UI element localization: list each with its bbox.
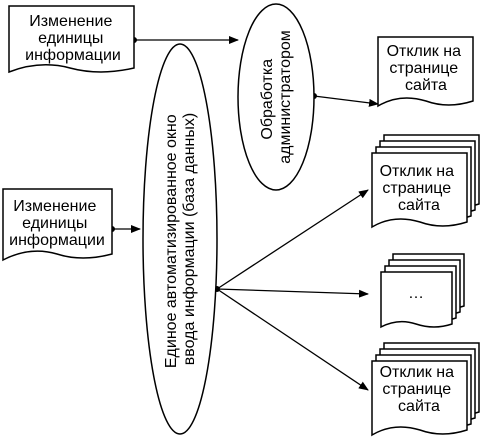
edge-db-to-stack2 (216, 288, 369, 298)
db-ellipse: Единое автоматизированное окно ввода инф… (142, 43, 218, 435)
svg-text:…: … (408, 285, 424, 302)
connectors (109, 36, 379, 391)
admin-ellipse: Обработка администратором (237, 3, 315, 191)
resp-single: Отклик на странице сайта (377, 36, 474, 108)
svg-text:Изменение единицы: Изменение единицы информации (25, 13, 121, 64)
svg-text:Обработка администраторо: Обработка администратором (259, 30, 294, 164)
resp-stack-3: Отклик на странице сайта (371, 342, 480, 437)
doc-top: Изменение единицы информации (8, 5, 135, 74)
edge-db-to-stack1 (216, 189, 369, 290)
svg-text:Отклик на странице: Отклик на странице сайта (380, 163, 459, 214)
resp-stack-2: … (380, 253, 465, 329)
svg-text:Единое автоматизированное окно: Единое автоматизированное окно ввода инф… (163, 110, 198, 368)
doc-left: Изменение единицы информации (2, 188, 113, 262)
resp-stack-1: Отклик на странице сайта (371, 134, 480, 229)
svg-text:Отклик на странице: Отклик на странице сайта (380, 364, 459, 415)
edge-db-to-stack3 (216, 288, 369, 391)
svg-text:Изменение единицы: Изменение единицы информации (9, 198, 105, 249)
edge-admin-to-response (313, 95, 379, 107)
svg-text:Отклик на странице: Отклик на странице сайта (387, 43, 466, 94)
